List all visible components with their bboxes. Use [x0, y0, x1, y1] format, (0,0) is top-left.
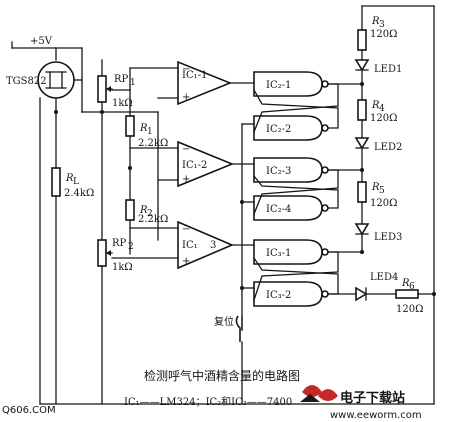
- r3-name: R: [371, 16, 380, 27]
- rp1-value: 1kΩ: [112, 98, 133, 109]
- opamp2-label: IC₁-2: [182, 160, 207, 171]
- node-led2: [360, 168, 364, 172]
- watermark-bug-icon-2: [318, 389, 338, 401]
- rl-sub: L: [73, 177, 79, 187]
- r5-value: 120Ω: [370, 198, 397, 209]
- latch1-cross-b: [253, 89, 339, 129]
- r2-sub: 2: [147, 209, 153, 219]
- led4: [355, 286, 368, 302]
- node-sensor: [54, 110, 58, 114]
- gate-ic2-1-bubble: [321, 80, 329, 88]
- r2-value: 2.2kΩ: [138, 214, 168, 225]
- node-led3: [360, 250, 364, 254]
- reset-switch[interactable]: [235, 315, 241, 342]
- latch2-cross-b: [253, 175, 339, 209]
- reset-label: 复位: [214, 315, 234, 328]
- r6-value: 120Ω: [396, 304, 423, 315]
- r2-name: R: [139, 205, 148, 216]
- rl-value: 2.4kΩ: [64, 188, 94, 199]
- gate6-label: IC₃-2: [266, 290, 291, 301]
- rl-name: R: [65, 173, 74, 184]
- opamp-ic1-2: [177, 140, 235, 188]
- potentiometer-rp2: [97, 239, 107, 267]
- gate3-label: IC₂-3: [266, 166, 291, 177]
- rp2-wiper-arrow: [106, 250, 111, 256]
- opamp-ic1-3: [177, 220, 235, 270]
- opamp1-label: IC₁-1: [182, 70, 207, 81]
- node-r1r2: [128, 166, 132, 170]
- opamp-ic1-1: [177, 60, 233, 106]
- caption: 检测呼气中酒精含量的电路图: [144, 368, 300, 383]
- opamp3-label: IC₁: [182, 240, 198, 251]
- resistor-r3: [357, 29, 367, 51]
- gate1-label: IC₂-1: [266, 80, 291, 91]
- opamp2-plus: +: [182, 174, 190, 185]
- gate2-label: IC₂-2: [266, 124, 291, 135]
- r6-name: R: [401, 278, 410, 289]
- r3-sub: 3: [379, 20, 385, 30]
- resistor-rl: [51, 167, 61, 197]
- node-reset-1: [240, 200, 244, 204]
- opamp1-minus: −: [182, 64, 190, 75]
- gate5-label: IC₃-1: [266, 248, 291, 259]
- led1-label: LED1: [374, 64, 402, 75]
- potentiometer-rp1: [97, 75, 107, 103]
- opamp3-pin: 3: [210, 240, 216, 251]
- watermark-url: www.eeworm.com: [330, 410, 422, 421]
- watermark-cap-icon: [300, 394, 320, 402]
- led3: [354, 223, 370, 236]
- r1-value: 2.2kΩ: [138, 138, 168, 149]
- node-rail: [432, 292, 436, 296]
- watermark-brand: 电子下载站: [340, 390, 405, 406]
- rp2-name: RP: [112, 238, 127, 249]
- r5-name: R: [371, 182, 380, 193]
- supply-label: +5V: [30, 36, 53, 47]
- r1-name: R: [139, 123, 148, 134]
- gate-ic3-1-bubble: [321, 248, 329, 256]
- watermark-left: Q606.COM: [2, 405, 56, 416]
- watermark-bug-icon: [302, 385, 322, 397]
- led4-label: LED4: [370, 272, 398, 283]
- node-led1: [360, 82, 364, 86]
- rp2-sub: 2: [128, 242, 134, 252]
- gate-ic2-4-bubble: [321, 204, 329, 212]
- gate-ic3-2-bubble: [321, 290, 329, 298]
- rp1-sub: 1: [130, 78, 136, 88]
- opamp2-minus: −: [182, 144, 190, 155]
- r3-value: 120Ω: [370, 29, 397, 40]
- r5-sub: 5: [379, 186, 385, 196]
- r1-sub: 1: [147, 127, 153, 137]
- rp1-wiper-arrow: [106, 86, 111, 92]
- led1: [354, 59, 370, 72]
- resistor-r1: [125, 115, 135, 137]
- resistor-r4: [357, 99, 367, 121]
- resistor-r2: [125, 199, 135, 221]
- r4-value: 120Ω: [370, 113, 397, 124]
- gate4-label: IC₂-4: [266, 204, 291, 215]
- opamp3-plus: +: [182, 256, 190, 267]
- r4-sub: 4: [379, 104, 385, 114]
- opamp1-plus: +: [182, 92, 190, 103]
- led2-label: LED2: [374, 142, 402, 153]
- led3-label: LED3: [374, 232, 402, 243]
- opamp3-minus: −: [182, 224, 190, 235]
- led2: [354, 137, 370, 150]
- r4-name: R: [371, 100, 380, 111]
- r6-sub: 6: [409, 282, 415, 292]
- gate-ic2-3-bubble: [321, 166, 329, 174]
- ic-note: IC₁——LM324；IC₂和IC₃——7400: [124, 396, 292, 408]
- node-rp1: [100, 110, 104, 114]
- rp1-name: RP: [114, 74, 129, 85]
- gate-ic2-2-bubble: [321, 124, 329, 132]
- rp2-value: 1kΩ: [112, 262, 133, 273]
- sensor-label: TGS822: [6, 76, 47, 87]
- resistor-r5: [357, 181, 367, 203]
- node-reset-2: [240, 286, 244, 290]
